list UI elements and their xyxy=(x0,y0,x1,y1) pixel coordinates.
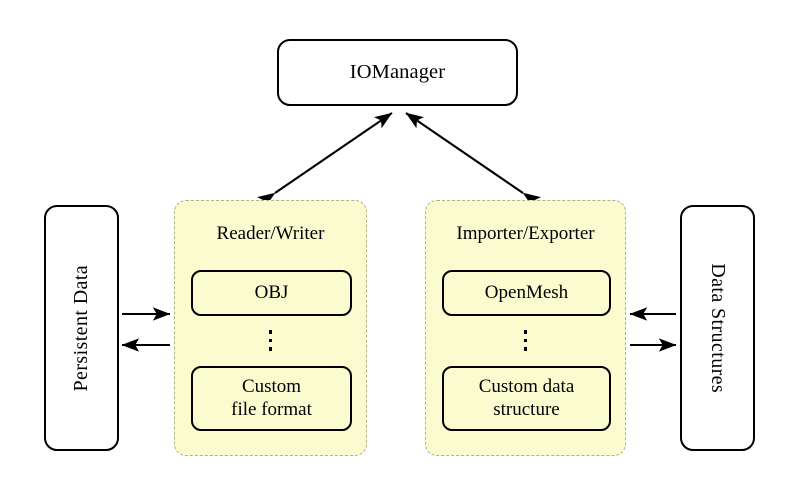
group-importer-exporter: Importer/Exporter OpenMesh Custom data s… xyxy=(425,200,626,456)
connector-iomanager-importerexporter xyxy=(405,112,542,209)
node-data-structures[interactable]: Data Structures xyxy=(680,205,755,451)
importer-exporter-ellipsis-icon xyxy=(426,325,625,351)
group-item-custom-data-structure-label-line1: Custom data xyxy=(478,376,575,398)
connector-iomanager-readerwriter xyxy=(256,112,393,209)
node-data-structures-label: Data Structures xyxy=(706,263,729,393)
group-item-obj-label: OBJ xyxy=(254,281,289,303)
group-item-custom-data-structure[interactable]: Custom data structure xyxy=(442,366,611,431)
group-item-openmesh[interactable]: OpenMesh xyxy=(442,270,611,316)
node-persistent-data[interactable]: Persistent Data xyxy=(44,205,119,451)
node-iomanager[interactable]: IOManager xyxy=(277,39,518,106)
group-item-custom-data-structure-label-line2: structure xyxy=(493,398,560,420)
group-item-custom-file-format-label-line2: file format xyxy=(231,398,312,420)
group-item-openmesh-label: OpenMesh xyxy=(484,281,569,303)
group-reader-writer-title: Reader/Writer xyxy=(216,223,325,244)
group-reader-writer: Reader/Writer OBJ Custom file format xyxy=(174,200,367,456)
group-item-custom-file-format[interactable]: Custom file format xyxy=(191,366,352,431)
node-persistent-data-label: Persistent Data xyxy=(70,264,93,392)
reader-writer-ellipsis-icon xyxy=(175,325,366,351)
group-importer-exporter-title: Importer/Exporter xyxy=(456,223,595,244)
node-iomanager-label: IOManager xyxy=(349,61,446,83)
group-item-obj[interactable]: OBJ xyxy=(191,270,352,316)
group-item-custom-file-format-label-line1: Custom xyxy=(241,376,302,398)
